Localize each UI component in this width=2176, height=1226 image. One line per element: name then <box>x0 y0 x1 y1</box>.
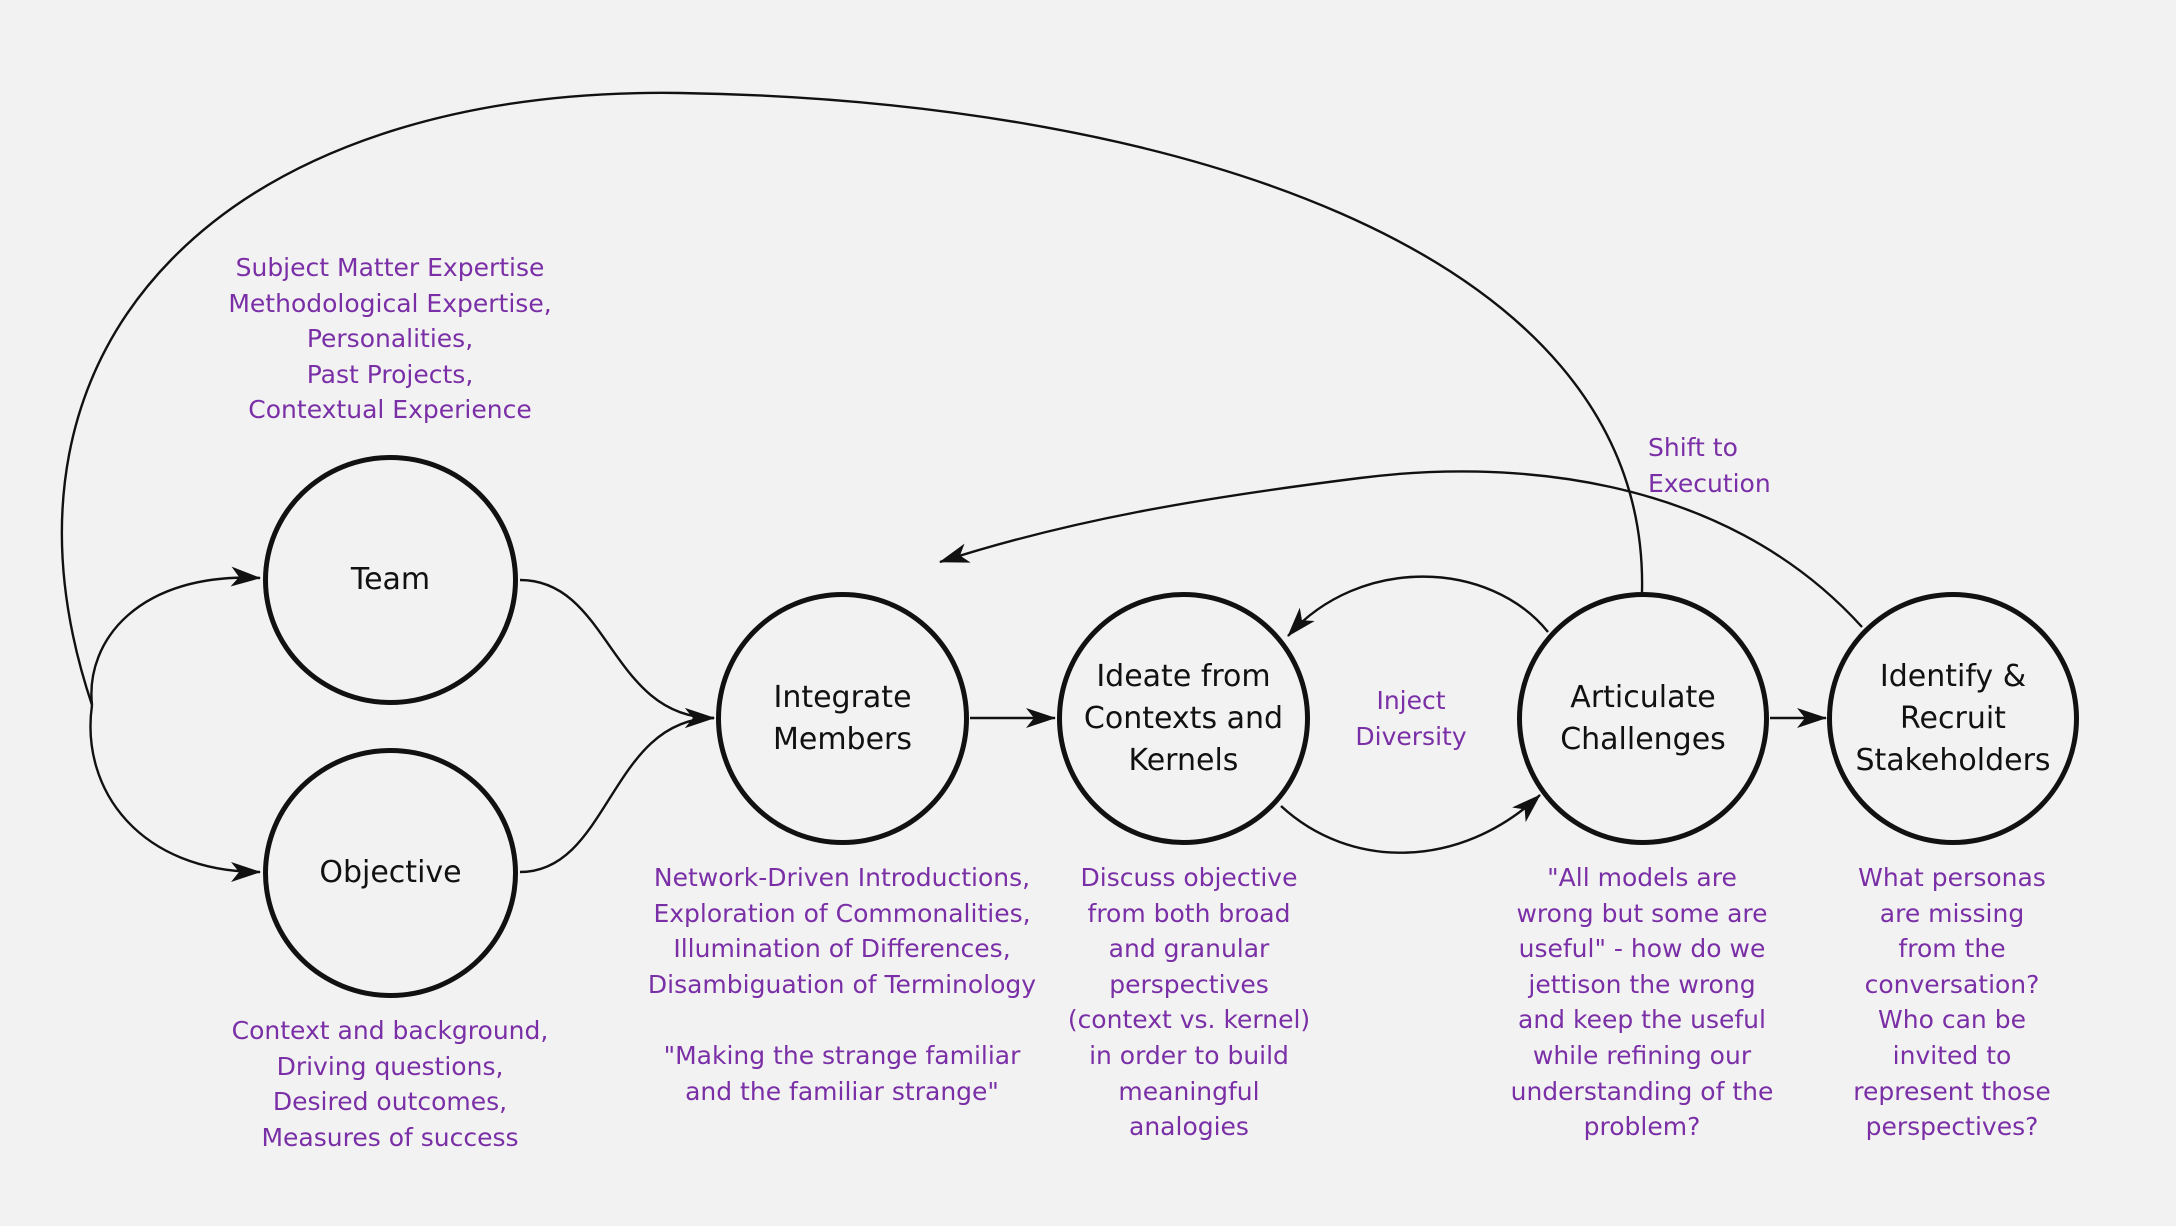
identify-stakeholders-node[interactable]: Identify & Recruit Stakeholders <box>1827 592 2079 845</box>
identify-stakeholders-node-label: Identify & Recruit Stakeholders <box>1855 658 2051 778</box>
inject-diversity-label: Inject Diversity <box>1355 686 1467 751</box>
connector-ideate-to-articulate <box>1280 794 1541 854</box>
identify-stakeholders-annotation: What personas are missing from the conve… <box>1853 863 2051 1142</box>
articulate-challenges-node-label: Articulate Challenges <box>1560 679 1726 757</box>
team-annotation: Subject Matter Expertise Methodological … <box>228 253 552 425</box>
connector-identify-to-integrate <box>939 470 1863 628</box>
team-node[interactable]: Team <box>263 455 518 705</box>
connector-loop-articulate-to-start <box>60 91 1644 706</box>
ideate-node-label: Ideate from Contexts and Kernels <box>1083 658 1284 778</box>
ideate-node[interactable]: Ideate from Contexts and Kernels <box>1057 592 1310 845</box>
connector-objective-to-integrate <box>519 708 715 874</box>
integrate-members-node-label: Integrate Members <box>772 679 913 757</box>
articulate-challenges-node[interactable]: Articulate Challenges <box>1517 592 1769 845</box>
objective-node[interactable]: Objective <box>263 748 518 998</box>
ideate-annotation: Discuss objective from both broad and gr… <box>1067 863 1311 1142</box>
objective-annotation: Context and background, Driving question… <box>231 1016 549 1152</box>
connector-start-to-team <box>90 566 261 706</box>
objective-node-label: Objective <box>319 855 462 890</box>
connector-start-to-objective <box>89 704 261 882</box>
connector-team-to-integrate <box>519 578 715 728</box>
integrate-members-annotation: Network-Driven Introductions, Exploratio… <box>647 863 1037 1106</box>
team-node-label: Team <box>350 562 431 597</box>
connector-articulate-to-ideate <box>1287 575 1549 637</box>
articulate-challenges-annotation: "All models are wrong but some are usefu… <box>1510 863 1774 1142</box>
shift-to-execution-label: Shift to Execution <box>1648 433 1771 498</box>
integrate-members-node[interactable]: Integrate Members <box>716 592 969 845</box>
